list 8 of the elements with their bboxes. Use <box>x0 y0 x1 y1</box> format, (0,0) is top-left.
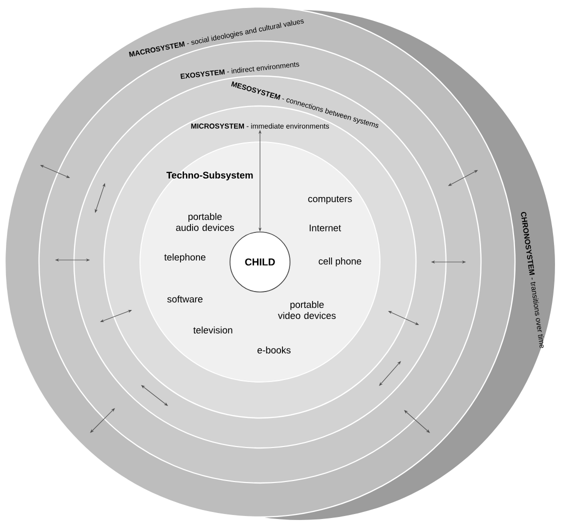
device-label: portable video devices <box>278 301 336 319</box>
device-label: Internet <box>310 224 342 232</box>
device-label: computers <box>308 196 352 204</box>
device-label: cell phone <box>318 258 362 266</box>
device-label: telephone <box>164 254 206 262</box>
device-label: portable audio devices <box>176 213 234 231</box>
device-label: television <box>193 326 232 334</box>
device-label: software <box>167 296 203 302</box>
